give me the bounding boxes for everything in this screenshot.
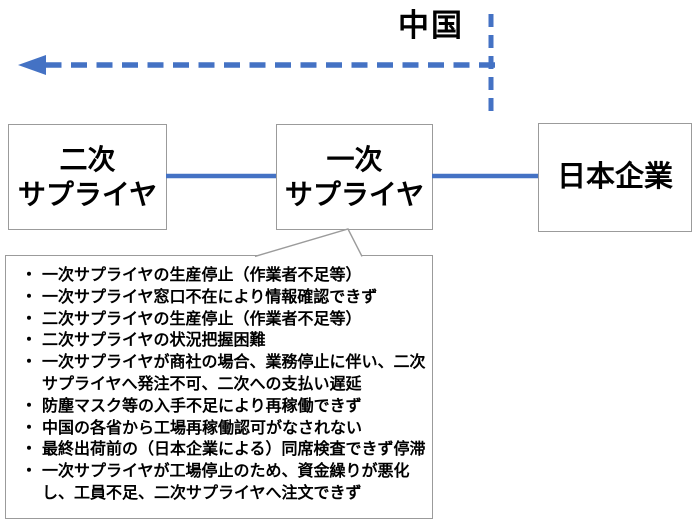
bullet-icon: ・ xyxy=(20,419,37,437)
list-item: ・ 一次サプライヤ窓口不在により情報確認できず xyxy=(16,287,428,309)
bullet-icon: ・ xyxy=(20,267,37,284)
list-item: ・ 一次サプライヤの生産停止（作業者不足等） xyxy=(16,265,428,287)
issue-text: 一次サプライヤが商社の場合、業務停止に伴い、二次サプライヤへ発注不可、二次への支… xyxy=(42,354,426,393)
list-item: ・ 最終出荷前の（日本企業による）同席検査できず停滞 xyxy=(16,439,428,461)
issue-text: 一次サプライヤの生産停止（作業者不足等） xyxy=(42,267,362,284)
japanese-company-label: 日本企業 xyxy=(556,161,673,194)
bullet-icon: ・ xyxy=(20,288,37,306)
primary-supplier-box: 一次 サプライヤ xyxy=(276,124,433,230)
callout-pointer xyxy=(254,228,363,258)
bullet-icon: ・ xyxy=(20,354,37,372)
issue-text: 一次サプライヤ窓口不在により情報確認できず xyxy=(42,288,378,306)
secondary-supplier-label: 二次 サプライヤ xyxy=(17,144,158,210)
list-item: ・ 防塵マスク等の入手不足により再稼働できず xyxy=(16,396,428,418)
bullet-icon: ・ xyxy=(20,397,37,415)
bullet-icon: ・ xyxy=(20,441,37,459)
issue-text: 二次サプライヤの状況把握困難 xyxy=(42,332,266,350)
issues-list: ・ 一次サプライヤの生産停止（作業者不足等） ・ 一次サプライヤ窓口不在により情… xyxy=(6,265,432,505)
secondary-supplier-box: 二次 サプライヤ xyxy=(8,124,167,230)
issue-text: 二次サプライヤの生産停止（作業者不足等） xyxy=(42,310,362,328)
bullet-icon: ・ xyxy=(20,310,37,328)
list-item: ・ 一次サプライヤが商社の場合、業務停止に伴い、二次サプライヤへ発注不可、二次へ… xyxy=(16,352,428,396)
china-region-label: 中国 xyxy=(398,8,464,43)
issue-text: 最終出荷前の（日本企業による）同席検査できず停滞 xyxy=(42,441,426,459)
bullet-icon: ・ xyxy=(20,332,37,350)
primary-supplier-label: 一次 サプライヤ xyxy=(284,144,425,210)
issue-text: 中国の各省から工場再稼働認可がなされない xyxy=(42,419,363,437)
list-item: ・ 一次サプライヤが工場停止のため、資金繰りが悪化し、工員不足、二次サプライヤへ… xyxy=(16,461,428,505)
japanese-company-box: 日本企業 xyxy=(538,123,692,232)
issues-callout-box: ・ 一次サプライヤの生産停止（作業者不足等） ・ 一次サプライヤ窓口不在により情… xyxy=(5,255,433,519)
bullet-icon: ・ xyxy=(20,463,37,481)
issue-text: 一次サプライヤが工場停止のため、資金繰りが悪化し、工員不足、二次サプライヤへ注文… xyxy=(42,463,410,502)
arrow-left-head-icon xyxy=(18,55,46,75)
list-item: ・ 中国の各省から工場再稼働認可がなされない xyxy=(16,418,428,440)
list-item: ・ 二次サプライヤの生産停止（作業者不足等） xyxy=(16,309,428,331)
issue-text: 防塵マスク等の入手不足により再稼働できず xyxy=(42,397,362,415)
list-item: ・ 二次サプライヤの状況把握困難 xyxy=(16,330,428,352)
